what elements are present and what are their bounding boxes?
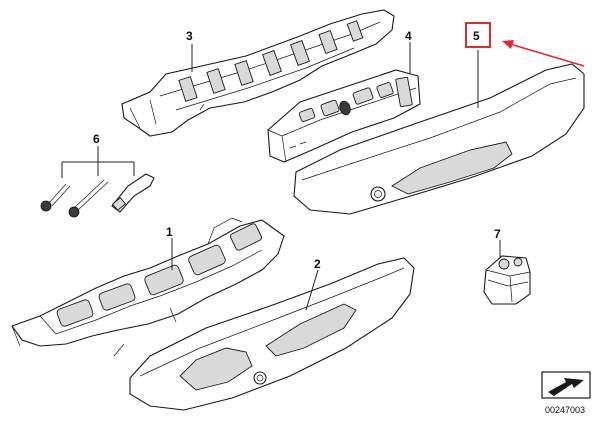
part-4-switch-block — [267, 69, 421, 163]
highlight-box — [465, 22, 491, 48]
part-5-trim-panel — [293, 63, 585, 215]
callout-6: 6 — [93, 132, 100, 146]
arrow-box-icon — [541, 371, 591, 399]
diagram-number: 00247003 — [545, 405, 585, 415]
part-7-actuator — [483, 255, 531, 305]
highlight-callout-5: 5 — [465, 22, 585, 67]
highlight-arrow-line — [509, 43, 585, 67]
callout-4: 4 — [405, 29, 412, 43]
part-1-mechanism — [11, 217, 285, 357]
callout-2: 2 — [314, 257, 321, 271]
callout-7: 7 — [494, 227, 501, 241]
part-6-fasteners — [40, 146, 155, 218]
callout-1: 1 — [166, 225, 173, 239]
part-2-trim-panel — [129, 257, 415, 411]
callout-3: 3 — [186, 29, 193, 43]
highlight-arrow-head-icon — [502, 40, 514, 49]
leader-lines — [171, 42, 501, 311]
callout-5: 5 — [473, 29, 480, 43]
part-3-bracket — [121, 9, 395, 137]
